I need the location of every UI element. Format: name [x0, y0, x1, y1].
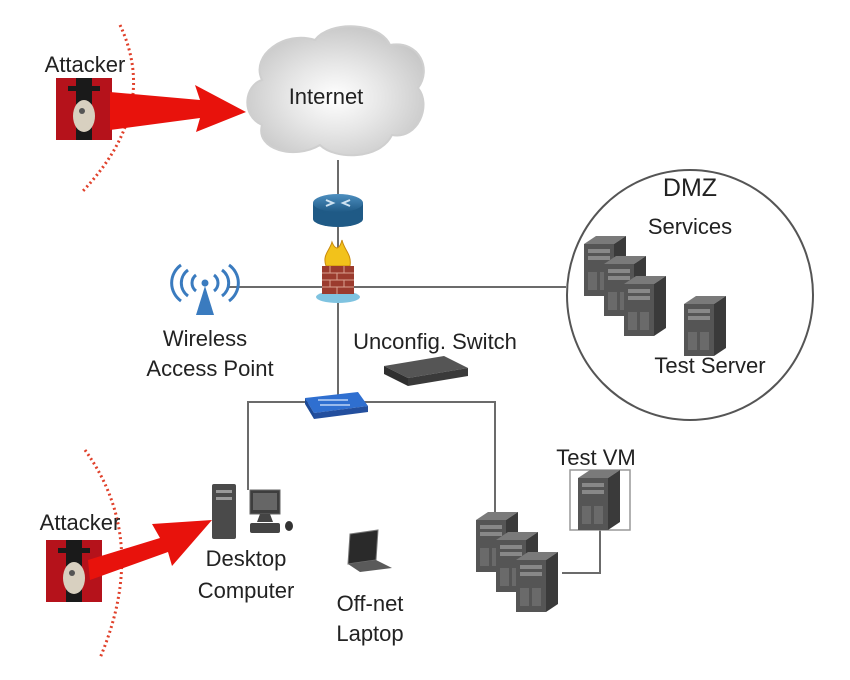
laptop-icon: [347, 529, 392, 572]
desktop-computer-icon: [212, 484, 293, 539]
wireless-access-point-icon: [170, 263, 240, 315]
dmz-server-icon: [624, 276, 666, 336]
test-vm-label: Test VM: [556, 445, 635, 470]
laptop-label-line2: Laptop: [336, 621, 403, 646]
test-server-label: Test Server: [654, 353, 765, 378]
network-links: [228, 160, 601, 574]
attacker-bottom-label: Attacker: [40, 510, 121, 535]
dmz-label-line1: DMZ: [663, 174, 717, 202]
attacker-top-label: Attacker: [45, 52, 126, 77]
unconfig-switch-label: Unconfig. Switch: [353, 329, 517, 354]
desktop-label-line2: Computer: [198, 578, 295, 603]
wireless-label-line1: Wireless: [163, 326, 247, 351]
dmz-boundary: [566, 169, 814, 421]
lan-switch-icon: [305, 392, 368, 419]
internet-cloud-icon: [246, 25, 425, 157]
attack-arrow-bottom: [88, 520, 212, 580]
unconfigured-switch-icon: [384, 356, 468, 386]
link-testvm-servers: [562, 530, 601, 574]
wireless-label-line2: Access Point: [146, 356, 273, 381]
firewall-icon: [316, 239, 360, 303]
internet-label: Internet: [289, 84, 364, 109]
lan-server-icon: [516, 552, 558, 612]
attacker-top-icon: [56, 78, 112, 140]
link-switch-lan: [247, 401, 496, 515]
dmz-label-line2: Services: [648, 214, 732, 239]
laptop-label-line1: Off-net: [337, 591, 404, 616]
router-icon: [313, 194, 363, 227]
attack-arrow-top: [110, 85, 246, 132]
test-vm-icon: [578, 470, 620, 530]
desktop-label-line1: Desktop: [206, 546, 287, 571]
test-server-icon: [684, 296, 726, 356]
